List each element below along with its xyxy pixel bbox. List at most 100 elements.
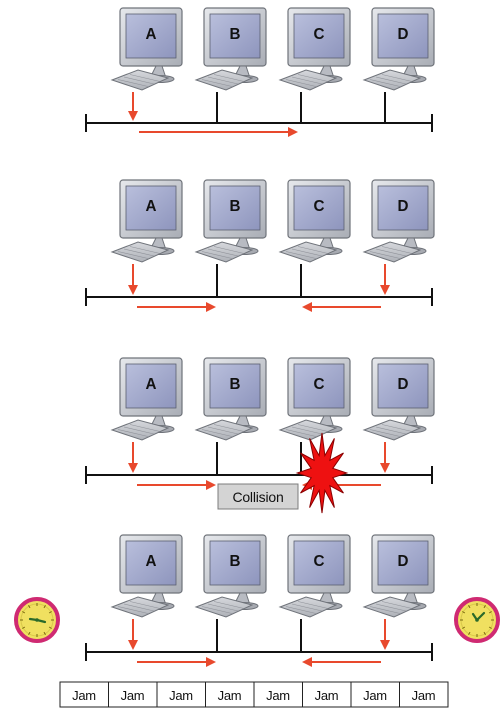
- keyboard-keys: [285, 606, 317, 614]
- keyboard-keys: [375, 248, 407, 257]
- keyboard-keys: [213, 74, 245, 82]
- keyboard: [362, 241, 422, 263]
- jam-box: [350, 681, 400, 708]
- monitor-screen: [293, 185, 345, 231]
- keyboard-keys: [207, 248, 239, 257]
- computer-b-icon: [194, 179, 267, 263]
- clock-tick: [468, 605, 471, 609]
- monitor-screen: [125, 185, 177, 231]
- keyboard: [194, 419, 254, 441]
- computer-c-icon: [278, 7, 351, 91]
- keyboard-keys: [123, 248, 155, 257]
- keyboard-keys: [369, 79, 401, 87]
- keyboard-keys: [369, 251, 401, 259]
- keyboard-keys: [213, 601, 245, 609]
- jam-box: [253, 681, 303, 708]
- clock-tick: [483, 631, 486, 635]
- keyboard-keys: [285, 79, 317, 87]
- keyboard: [194, 596, 254, 618]
- jam-box: [302, 681, 352, 708]
- monitor-screen: [293, 540, 345, 586]
- keyboard-keys: [123, 426, 155, 435]
- jam-box: [205, 681, 255, 708]
- computer-d-icon: [362, 7, 435, 91]
- keyboard-keys: [129, 424, 161, 432]
- clock-tick: [43, 631, 46, 635]
- keyboard: [110, 596, 170, 618]
- keyboard-keys: [207, 426, 239, 435]
- keyboard-keys: [381, 424, 413, 432]
- keyboard-keys: [129, 246, 161, 254]
- panel-1: [85, 7, 435, 137]
- keyboard: [362, 419, 422, 441]
- computer-d-icon: [362, 179, 435, 263]
- monitor-screen: [209, 185, 261, 231]
- keyboard: [278, 69, 338, 91]
- clock-tick: [488, 626, 492, 629]
- jam-box: [399, 681, 449, 708]
- computer-c-icon: [278, 534, 351, 618]
- keyboard-keys: [291, 426, 323, 435]
- monitor-screen: [293, 363, 345, 409]
- computer-a-icon: [110, 179, 183, 263]
- keyboard: [194, 241, 254, 263]
- jam-box: [156, 681, 206, 708]
- clock-tick: [48, 626, 52, 629]
- keyboard-keys: [381, 74, 413, 82]
- keyboard-keys: [297, 74, 329, 82]
- computer-b-icon: [194, 7, 267, 91]
- panel-4: [59, 534, 449, 708]
- computer-a-icon: [110, 7, 183, 91]
- keyboard: [194, 69, 254, 91]
- computer-c-icon: [278, 357, 351, 441]
- keyboard: [278, 419, 338, 441]
- keyboard-keys: [117, 79, 149, 87]
- clock-icon-left: [14, 597, 60, 643]
- keyboard-keys: [201, 429, 233, 437]
- keyboard-keys: [123, 603, 155, 612]
- clock-center: [35, 618, 39, 622]
- clock-tick: [468, 631, 471, 635]
- keyboard-keys: [285, 251, 317, 259]
- keyboard-keys: [291, 248, 323, 257]
- starburst-icon: [295, 432, 349, 514]
- keyboard-keys: [117, 251, 149, 259]
- keyboard-keys: [291, 603, 323, 612]
- keyboard-keys: [129, 74, 161, 82]
- keyboard-keys: [201, 606, 233, 614]
- clock-tick: [43, 605, 46, 609]
- monitor-screen: [209, 13, 261, 59]
- clock-tick: [488, 611, 492, 614]
- jam-box: [108, 681, 158, 708]
- monitor-screen: [377, 540, 429, 586]
- collision-box: [217, 483, 299, 510]
- keyboard: [110, 69, 170, 91]
- panel-2: [85, 179, 435, 312]
- keyboard-keys: [285, 429, 317, 437]
- monitor-screen: [209, 363, 261, 409]
- keyboard: [110, 419, 170, 441]
- keyboard-keys: [117, 606, 149, 614]
- keyboard-keys: [375, 603, 407, 612]
- computer-d-icon: [362, 534, 435, 618]
- keyboard: [362, 596, 422, 618]
- clock-center: [475, 618, 479, 622]
- keyboard-keys: [375, 426, 407, 435]
- clock-tick: [22, 626, 26, 629]
- clock-tick: [28, 605, 31, 609]
- clock-tick: [48, 611, 52, 614]
- computer-a-icon: [110, 534, 183, 618]
- monitor-screen: [377, 363, 429, 409]
- keyboard-keys: [129, 601, 161, 609]
- computer-a-icon: [110, 357, 183, 441]
- keyboard-keys: [201, 79, 233, 87]
- clock-tick: [462, 611, 466, 614]
- keyboard-keys: [123, 76, 155, 85]
- keyboard-keys: [297, 601, 329, 609]
- keyboard-keys: [375, 76, 407, 85]
- clock-tick: [22, 611, 26, 614]
- clock-icon-right: [454, 597, 500, 643]
- monitor-screen: [209, 540, 261, 586]
